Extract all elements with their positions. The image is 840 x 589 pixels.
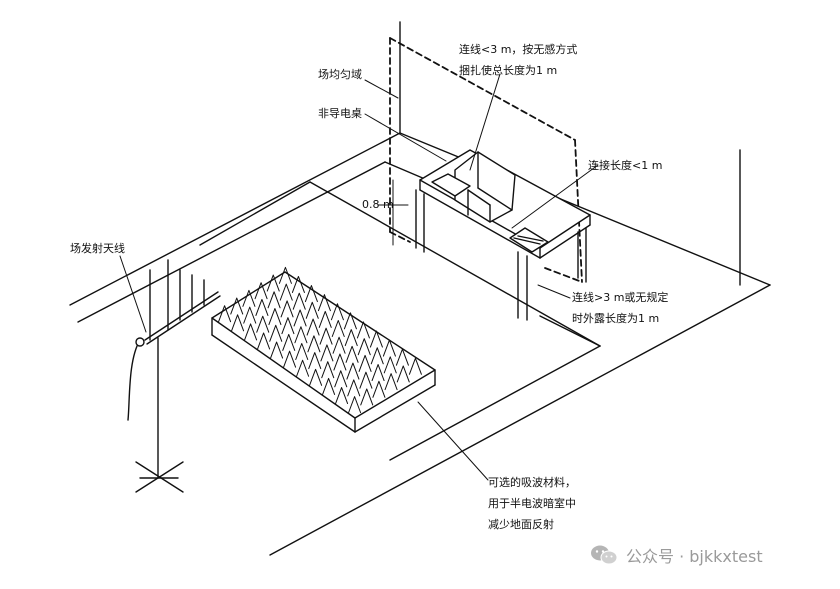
absorber-pyramid	[358, 354, 372, 372]
absorber-pyramid	[256, 315, 270, 333]
absorber-pyramid	[382, 339, 396, 357]
absorber-pyramid	[309, 368, 323, 386]
absorber-pyramid	[293, 309, 307, 327]
absorber-pyramid	[308, 352, 322, 370]
monitor	[431, 151, 516, 223]
absorber-pyramid	[306, 318, 320, 336]
absorber-pyramid	[343, 312, 357, 330]
absorber-pyramid	[295, 343, 309, 360]
absorber-pyramid	[291, 275, 305, 293]
absorber-pyramid	[383, 356, 397, 374]
absorber-pyramid	[280, 300, 294, 318]
label-cable-length-line2: 捆扎使总长度为1 m	[459, 64, 558, 77]
label-field-uniform: 场均匀域	[318, 68, 362, 81]
label-absorber-line2: 用于半电波暗室中	[488, 497, 576, 510]
absorber-pyramid	[345, 345, 359, 363]
absorber-pyramid	[218, 305, 232, 323]
label-cable-long-line1: 连线>3 m或无规定	[572, 291, 669, 304]
absorber-pyramid	[396, 365, 410, 383]
absorber-pyramid	[319, 327, 333, 345]
absorber-pyramid	[283, 350, 297, 368]
label-cable-length-line1: 连线<3 m，按无感方式	[459, 43, 578, 56]
label-antenna: 场发射天线	[70, 242, 125, 255]
absorber-pyramid	[242, 289, 256, 307]
absorber-pyramid	[408, 357, 422, 375]
absorber-pyramid	[369, 330, 383, 348]
absorber-pyramid	[282, 333, 296, 351]
absorber-pyramid	[348, 396, 362, 414]
watermark: 公众号 · bjkkxtest	[590, 543, 763, 567]
wechat-icon	[591, 545, 618, 565]
absorber-pyramid	[255, 298, 269, 316]
absorber-pyramid	[307, 335, 321, 353]
absorber-pyramid	[330, 303, 344, 321]
absorber-pyramid	[269, 324, 283, 342]
label-cable-long-line2: 时外露长度为1 m	[572, 312, 660, 325]
absorber-pyramid	[267, 291, 281, 309]
absorber-pyramid	[372, 380, 386, 398]
absorber-pyramid	[279, 283, 293, 301]
absorber-pyramid	[332, 336, 346, 354]
absorber-pyramid	[395, 348, 409, 366]
absorber-pyramid	[257, 332, 271, 350]
label-absorber-line3: 减少地面反射	[488, 518, 554, 531]
absorber-pyramid	[318, 310, 332, 328]
absorber-pyramid	[305, 301, 319, 319]
field-antenna	[127, 259, 221, 493]
absorber-pyramid	[360, 388, 374, 406]
absorber-pyramid	[243, 306, 257, 324]
absorber-pyramid	[281, 317, 295, 335]
label-non-conductive-table: 非导电桌	[318, 107, 362, 120]
absorber-pyramid	[321, 361, 335, 379]
absorber-pyramid	[294, 326, 308, 344]
absorber-pyramid	[359, 371, 373, 389]
absorber-pyramid	[266, 274, 280, 292]
absorber-pyramid	[278, 266, 292, 284]
absorber-pyramid	[320, 344, 334, 362]
absorber-pyramid	[371, 364, 385, 382]
leader-lines	[119, 73, 599, 481]
absorber-pyramid	[230, 297, 244, 315]
absorber-pyramid	[346, 362, 360, 380]
absorber-pyramid	[357, 338, 371, 356]
absorber-pyramid	[356, 321, 370, 339]
absorber-material	[211, 266, 436, 433]
absorber-pyramid	[244, 323, 258, 341]
absorber-pyramid	[304, 285, 318, 303]
label-table-height: 0.8 m	[362, 198, 394, 211]
absorber-pyramid	[254, 282, 268, 300]
absorber-pyramid	[270, 341, 284, 359]
absorber-pyramid	[333, 353, 347, 371]
absorber-pyramid	[331, 320, 345, 337]
label-connect-length: 连接长度<1 m	[588, 159, 663, 172]
absorber-pyramid	[231, 314, 245, 332]
absorber-pyramid	[335, 387, 349, 405]
absorber-pyramid	[347, 379, 361, 397]
absorber-pyramid	[268, 308, 282, 326]
absorber-pyramid	[322, 377, 336, 395]
absorber-pyramid	[334, 370, 348, 388]
absorber-pyramid	[344, 329, 358, 347]
absorber-pyramid	[384, 373, 398, 391]
absorber-pyramid	[317, 294, 331, 312]
absorber-pyramid	[292, 292, 306, 310]
absorber-pyramid	[370, 347, 384, 365]
absorber-pyramid	[296, 359, 310, 377]
label-absorber-line1: 可选的吸波材料，	[488, 476, 576, 489]
watermark-text: 公众号 · bjkkxtest	[626, 547, 763, 566]
keyboard	[509, 227, 549, 253]
